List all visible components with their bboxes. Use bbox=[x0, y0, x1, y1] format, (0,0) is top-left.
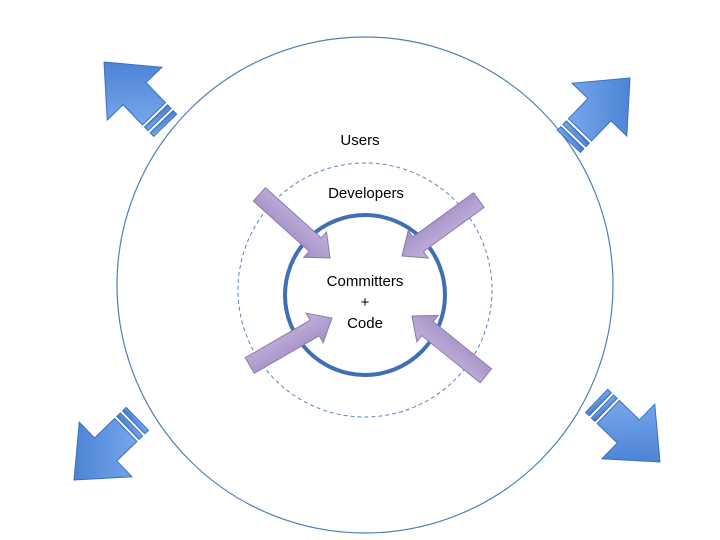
core-ring bbox=[283, 213, 447, 377]
code-text: Code bbox=[347, 315, 383, 332]
outward-arrow-bottom-left bbox=[47, 391, 165, 508]
committers-text: Committers bbox=[326, 273, 404, 290]
outward-arrow-top-left bbox=[76, 35, 193, 153]
outward-arrow-top-right bbox=[541, 51, 658, 169]
plus-text: + bbox=[360, 294, 370, 311]
developers-ring bbox=[237, 162, 493, 418]
users-ring bbox=[116, 36, 614, 534]
developers-label: Developers bbox=[328, 185, 404, 202]
users-label: Users bbox=[340, 132, 380, 149]
outward-arrow-bottom-right bbox=[569, 373, 687, 490]
core-label: Committers + Code bbox=[310, 271, 420, 334]
